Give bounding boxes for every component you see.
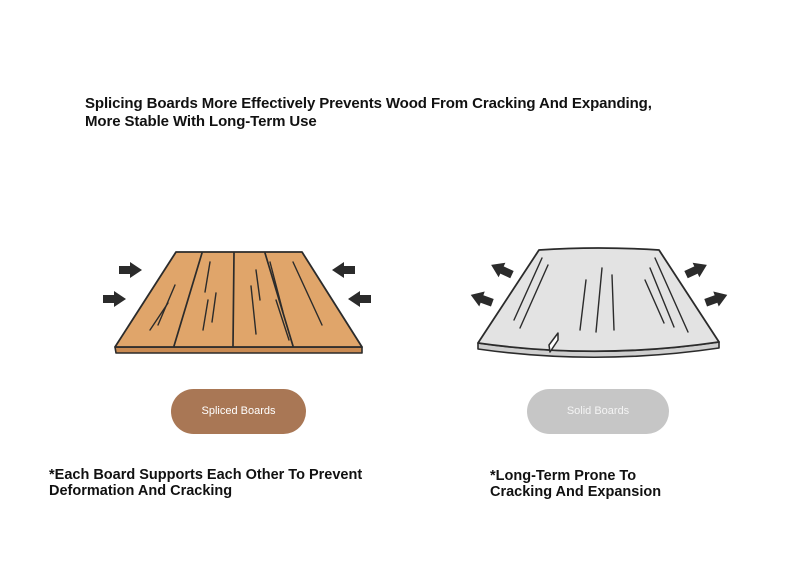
spliced-boards-illustration [103,251,371,354]
solid-boards-badge-label: Solid Boards [566,405,630,417]
arrow-icon [103,262,371,307]
spliced-boards-badge-label: Spliced Boards [201,405,276,417]
spliced-boards-badge: Spliced Boards [171,389,306,434]
solid-board-icon [477,247,720,359]
spliced-caption-line-2: Deformation And Cracking [49,483,233,499]
headline: Splicing Boards More Effectively Prevent… [85,95,725,131]
headline-line-1: Splicing Boards More Effectively Prevent… [85,95,652,112]
solid-boards-caption: *Long-Term Prone To Cracking And Expansi… [490,468,720,500]
headline-line-2: More Stable With Long-Term Use [85,113,317,130]
arrow-icon [470,262,728,307]
solid-caption-line-2: Cracking And Expansion [490,484,662,500]
solid-boards-badge: Solid Boards [527,389,669,434]
spliced-board-icon [114,251,363,354]
solid-boards-illustration [470,247,728,359]
spliced-boards-caption: *Each Board Supports Each Other To Preve… [49,467,409,499]
solid-caption-line-1: *Long-Term Prone To [490,468,637,484]
spliced-caption-line-1: *Each Board Supports Each Other To Preve… [49,467,363,483]
